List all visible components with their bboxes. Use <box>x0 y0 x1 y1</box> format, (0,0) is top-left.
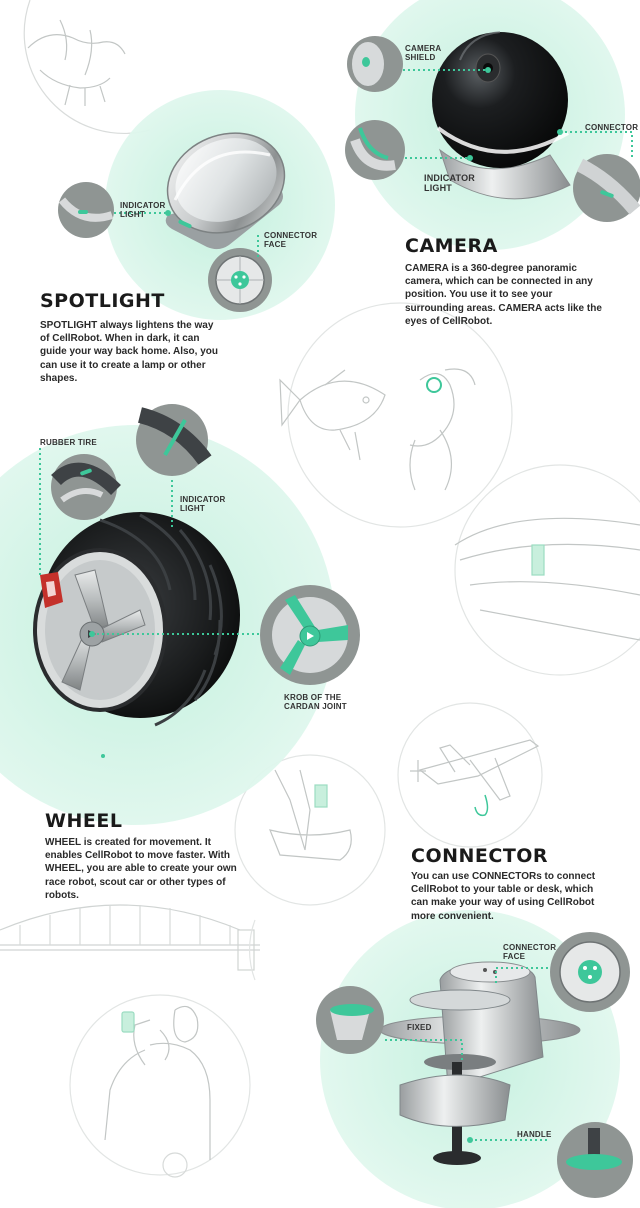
camera-indicator-light-label: INDICATOR LIGHT <box>424 173 475 193</box>
camera-connector-label: CONNECTOR <box>585 123 639 132</box>
connector-fixed-label: FIXED <box>407 1023 432 1032</box>
wheel-description: WHEEL is created for movement. It enable… <box>45 837 237 901</box>
wheel-rubber-tire-label: RUBBER TIRE <box>40 438 97 447</box>
camera-title: CAMERA <box>405 235 498 257</box>
spotlight-indicator-light-label: INDICATOR LIGHT <box>120 201 166 219</box>
spotlight-indicator-callout <box>58 182 171 238</box>
camera-connector-callout <box>557 129 640 222</box>
spotlight-product <box>165 132 286 250</box>
wheel-knob-callout <box>89 585 360 758</box>
wheel-rubber-tire-callout <box>39 448 121 575</box>
camera-shield-callout <box>347 36 491 92</box>
spotlight-description: SPOTLIGHT always lightens the way of Cel… <box>40 320 219 384</box>
connector-description: You can use CONNECTORs to connect CellRo… <box>411 871 596 922</box>
connector-product <box>379 961 581 1165</box>
spotlight-connector-face-callout <box>208 235 272 312</box>
camera-indicator-callout <box>345 120 473 180</box>
connector-fixed-callout <box>316 986 463 1060</box>
background-sketches <box>0 0 640 1178</box>
camera-shield-label: CAMERA SHIELD <box>405 44 442 62</box>
camera-product <box>432 31 571 200</box>
wheel-title: WHEEL <box>45 810 123 832</box>
spotlight-connector-face-label: CONNECTOR FACE <box>264 231 318 249</box>
wheel-indicator-callout <box>136 404 212 530</box>
wheel-knob-label: KROB OF THE CARDAN JOINT <box>284 693 347 711</box>
connector-title: CONNECTOR <box>411 845 549 867</box>
wheel-indicator-light-label: INDICATOR LIGHT <box>180 495 226 513</box>
connector-face-label: CONNECTOR FACE <box>503 943 557 961</box>
connector-handle-label: HANDLE <box>517 1130 552 1139</box>
spotlight-title: SPOTLIGHT <box>40 290 165 312</box>
connector-handle-callout <box>467 1122 633 1198</box>
connector-face-callout <box>495 932 630 1012</box>
camera-description: CAMERA is a 360-degree panoramic camera,… <box>405 263 602 327</box>
